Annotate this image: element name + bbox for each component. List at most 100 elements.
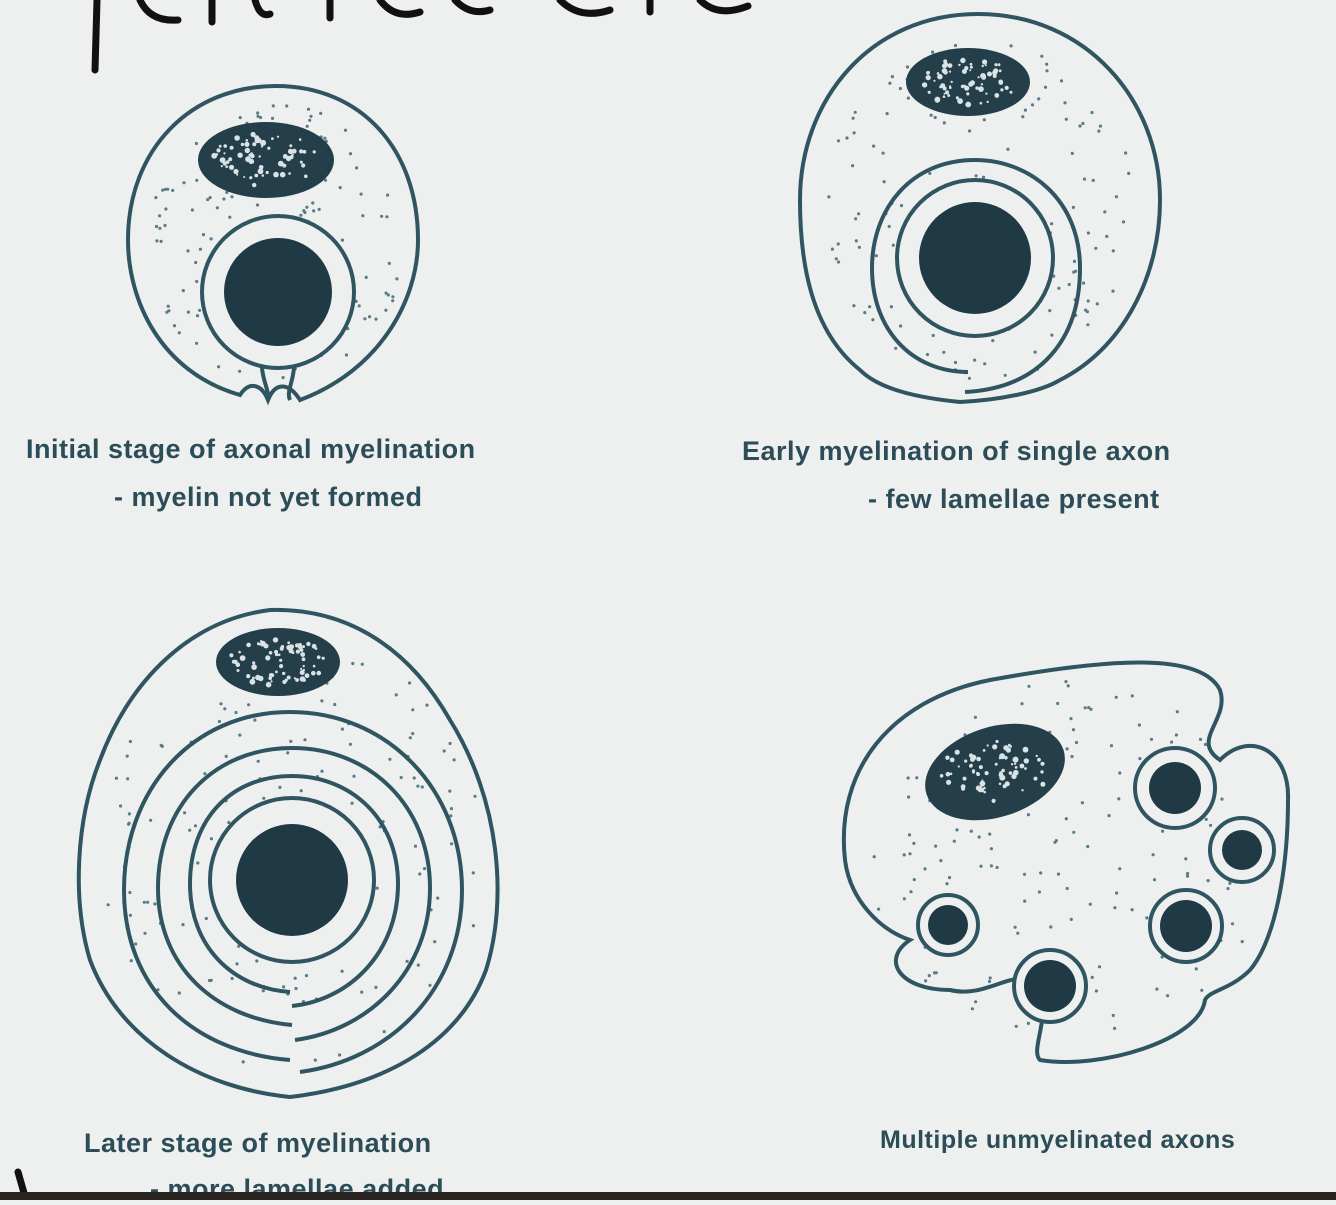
stipple-dot [106, 903, 110, 907]
stipple-dot [348, 152, 353, 156]
chromatin-speck [271, 137, 274, 141]
stipple-dot [344, 353, 349, 357]
chromatin-speck [229, 145, 234, 150]
stipple-dot [340, 727, 344, 731]
chromatin-speck [983, 790, 986, 794]
stipple-dot [386, 193, 390, 197]
stipple-dot [1228, 881, 1232, 885]
stipple-dot [207, 978, 212, 983]
chromatin-speck [943, 92, 946, 95]
stipple-dot [931, 50, 935, 54]
stipple-dot [1186, 871, 1190, 876]
stipple-dot [991, 339, 995, 343]
chromatin-speck [979, 101, 983, 105]
stipple-dot [1072, 259, 1077, 263]
stipple-dot [378, 825, 382, 829]
stipple-dot [161, 188, 165, 192]
chromatin-speck [949, 757, 955, 763]
stipple-dot [156, 988, 160, 992]
stipple-dot [1045, 62, 1049, 66]
chromatin-speck [998, 782, 1002, 786]
stipple-dot [854, 217, 858, 221]
chromatin-speck [311, 643, 317, 649]
chromatin-speck [312, 664, 316, 668]
stipple-dot [286, 751, 290, 755]
axon [919, 202, 1031, 314]
stipple-dot [834, 257, 838, 261]
stipple-dot [418, 872, 422, 876]
stipple-dot [360, 662, 364, 666]
chromatin-speck [250, 153, 255, 159]
stipple-dot [416, 784, 420, 788]
stipple-dot [1220, 797, 1224, 801]
stipple-dot [1006, 147, 1010, 151]
stipple-dot [319, 111, 323, 115]
chromatin-speck [960, 784, 966, 790]
chromatin-speck [225, 160, 230, 164]
chromatin-speck [272, 637, 279, 643]
chromatin-speck [933, 79, 936, 82]
stipple-dot [352, 774, 356, 778]
chromatin-speck [282, 679, 287, 685]
stipple-dot [256, 114, 260, 118]
stipple-dot [1240, 940, 1244, 944]
stipple-dot [931, 333, 935, 338]
stipple-dot [155, 239, 159, 243]
stipple-dot [1072, 270, 1076, 274]
stipple-dot [1111, 289, 1115, 293]
stipple-dot [898, 86, 903, 91]
chromatin-speck [975, 785, 982, 791]
stipple-dot [448, 741, 452, 746]
stipple-dot [206, 198, 210, 202]
stipple-dot [1230, 922, 1235, 926]
chromatin-speck [252, 661, 256, 665]
chromatin-speck [236, 173, 239, 176]
stipple-dot [225, 190, 229, 194]
stipple-dot [905, 65, 910, 69]
stipple-dot [927, 974, 931, 978]
stipple-dot [1064, 117, 1068, 121]
stipple-dot [350, 801, 354, 805]
chromatin-speck [276, 135, 280, 138]
chromatin-speck [273, 171, 279, 178]
chromatin-speck [250, 131, 256, 138]
chromatin-speck [971, 769, 976, 773]
chromatin-speck [228, 157, 233, 162]
chromatin-speck [949, 86, 952, 90]
stipple-dot [955, 828, 959, 832]
stipple-dot [333, 702, 337, 707]
chromatin-speck [936, 72, 940, 75]
unmyelinated-cell [841, 660, 1291, 1064]
chromatin-speck [1007, 743, 1011, 747]
stipple-dot [126, 777, 130, 781]
stipple-dot [1022, 872, 1027, 876]
stipple-dot [1115, 891, 1119, 895]
chromatin-speck [939, 774, 944, 778]
chromatin-speck [265, 681, 272, 688]
stipple-dot [128, 739, 132, 744]
chromatin-speck [961, 69, 967, 74]
stipple-dot [1070, 754, 1074, 759]
stipple-dot [907, 833, 912, 837]
stipple-dot [1027, 684, 1031, 688]
stipple-dot [278, 785, 282, 790]
nucleus-chromatin [211, 131, 316, 188]
chromatin-speck [293, 677, 296, 680]
stipple-dot [359, 192, 363, 196]
stipple-dot [1067, 282, 1071, 287]
stipple-dot [450, 842, 454, 846]
stipple-dot [942, 121, 946, 125]
stipple-dot [1056, 701, 1060, 706]
early-myelination-cell [797, 11, 1163, 405]
stipple-dot [361, 214, 365, 218]
stipple-dot [912, 878, 916, 882]
chromatin-speck [279, 658, 283, 662]
lamella-outer [869, 157, 1083, 394]
chromatin-speck [986, 744, 989, 747]
handwritten-annotation [14, 0, 752, 1200]
stipple-dot [304, 974, 309, 978]
stipple-dot [1109, 744, 1114, 748]
stipple-dot [384, 291, 388, 295]
chromatin-speck [976, 772, 980, 776]
chromatin-speck [239, 655, 246, 661]
